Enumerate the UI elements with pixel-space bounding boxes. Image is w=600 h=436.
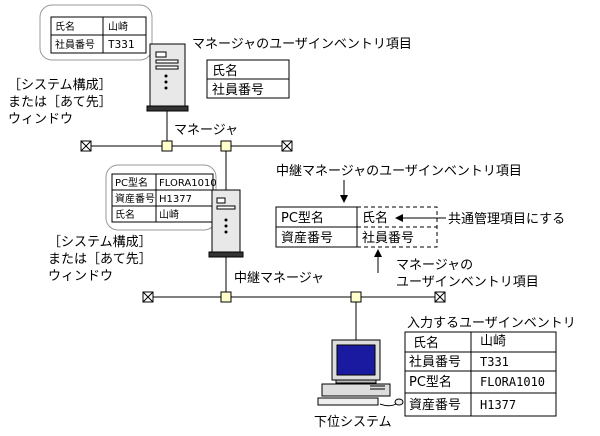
relay-inventory-box: PC型名 資産番号 氏名 社員番号 — [275, 206, 438, 248]
relay-server-icon — [208, 189, 244, 258]
manager-inventory-title: マネージャのユーザインベントリ項目 — [192, 37, 412, 52]
relay-window-card: PC型名 FLORA1010 資産番号 H1377 氏名 山崎 — [105, 164, 217, 231]
lower-node-label: 下位システム — [314, 415, 392, 430]
relay-network — [142, 257, 446, 342]
manager-inventory-box: 氏名 社員番号 — [206, 59, 290, 99]
relay-inventory-item: 氏名 — [362, 210, 388, 226]
relay-card-key: 資産番号 — [115, 192, 155, 205]
relay-inventory-item: 社員番号 — [362, 230, 414, 246]
relay-inventory-title: 中継マネージャのユーザインベントリ項目 — [276, 164, 522, 179]
input-table-value: H1377 — [480, 398, 516, 412]
relay-inventory-item: 資産番号 — [281, 230, 333, 246]
manager-window-card: 氏名 山崎 社員番号 T331 — [39, 4, 153, 61]
input-table-value: 山崎 — [480, 334, 506, 349]
relay-inventory-item: PC型名 — [281, 210, 324, 226]
manager-card-value: 山崎 — [108, 20, 128, 33]
input-table-title: 入力するユーザインベントリ — [407, 316, 576, 331]
relay-node-label: 中継マネージャ — [234, 271, 324, 286]
relay-card-key: PC型名 — [115, 176, 148, 189]
manager-network — [80, 111, 293, 190]
manager-card-value: T331 — [108, 38, 135, 51]
manager-window-label: ［システム構成］ — [8, 78, 112, 93]
relay-card-key: 氏名 — [115, 208, 135, 221]
relay-card-value: 山崎 — [159, 208, 179, 221]
manager-server-icon — [146, 43, 189, 112]
input-table-key: 氏名 — [413, 335, 439, 351]
input-inventory-table: 氏名 山崎 社員番号 T331 PC型名 FLORA1010 資産番号 H137… — [404, 331, 557, 417]
relay-window-label: ［システム構成］ — [48, 235, 152, 250]
manager-window-label: または［あて先］ — [8, 95, 112, 110]
manager-inventory-item: 社員番号 — [212, 82, 264, 98]
input-table-value: FLORA1010 — [480, 375, 545, 389]
relay-card-value: FLORA1010 — [159, 178, 217, 189]
relay-window-label: ウィンドウ — [48, 269, 113, 284]
manager-node-label: マネージャ — [174, 123, 238, 138]
manager-window-label: ウィンドウ — [8, 112, 73, 127]
manager-card-key: 氏名 — [55, 20, 75, 33]
relay-window-label: または［あて先］ — [48, 252, 152, 267]
input-table-value: T331 — [480, 355, 509, 369]
manager-note: マネージャの — [396, 258, 473, 273]
manager-inventory-item: 氏名 — [212, 63, 238, 79]
manager-note: ユーザインベントリ項目 — [396, 275, 539, 290]
input-table-key: 資産番号 — [409, 397, 461, 413]
input-table-key: PC型名 — [409, 374, 452, 390]
lower-system-pc-icon — [317, 339, 404, 407]
manager-card-key: 社員番号 — [55, 38, 95, 51]
input-table-key: 社員番号 — [409, 354, 461, 370]
common-note: 共通管理項目にする — [448, 212, 565, 227]
relay-card-value: H1377 — [159, 194, 192, 205]
